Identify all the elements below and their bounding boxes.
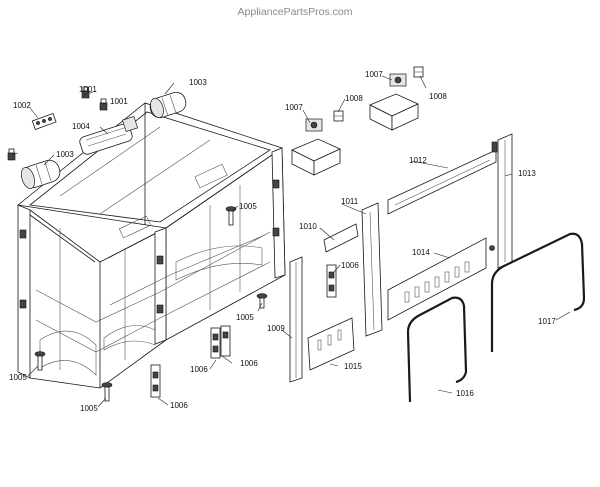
callout-1001: 1001 (110, 97, 128, 106)
callout-1004: 1004 (72, 122, 90, 131)
bracket-1008-left[interactable] (333, 110, 344, 122)
hinge-lower-b[interactable] (220, 325, 231, 357)
left-side-column[interactable] (289, 256, 303, 383)
top-trim-rail[interactable] (387, 141, 498, 215)
leveling-leg-2[interactable] (256, 293, 268, 309)
callout-1016: 1016 (456, 389, 474, 398)
fan-motor-upper[interactable] (148, 90, 188, 120)
callout-labels: 1001 1001 1002 1003 1003 1004 1001 1005 … (9, 70, 556, 413)
right-side-column[interactable] (497, 133, 513, 269)
leveling-leg-4[interactable] (101, 382, 113, 402)
hinge-bracket-top[interactable] (323, 223, 359, 253)
callout-1005: 1005 (239, 202, 257, 211)
callout-1014: 1014 (412, 248, 430, 257)
leader-lines (11, 75, 571, 408)
cross-flow-blower[interactable] (78, 115, 139, 155)
callout-1011: 1011 (341, 197, 359, 206)
callout-1007: 1007 (365, 70, 383, 79)
bracket-1008-right[interactable] (413, 66, 424, 78)
oven-cabinet-frame (17, 102, 286, 389)
callout-1008: 1008 (345, 94, 363, 103)
callout-1017: 1017 (538, 317, 556, 326)
lower-panel[interactable] (307, 317, 355, 371)
callout-1006-right: 1006 (240, 359, 258, 368)
convection-box-left[interactable] (291, 118, 341, 176)
callout-1013: 1013 (518, 169, 536, 178)
callout-1006: 1006 (170, 401, 188, 410)
leveling-leg-1[interactable] (225, 206, 237, 226)
callout-1003: 1003 (189, 78, 207, 87)
callout-1005: 1005 (236, 313, 254, 322)
callout-1012: 1012 (409, 156, 427, 165)
terminal-block[interactable] (31, 112, 57, 130)
center-column[interactable] (361, 202, 383, 337)
callout-1001: 1001 (79, 85, 97, 94)
callout-1003: 1003 (56, 150, 74, 159)
hinge-center[interactable] (326, 264, 337, 298)
callout-1009: 1009 (267, 324, 285, 333)
callout-1005: 1005 (9, 373, 27, 382)
callout-1007: 1007 (285, 103, 303, 112)
watermark: AppliancePartsPros.com (238, 6, 353, 18)
hinge-bottom[interactable] (150, 364, 161, 398)
callout-1002: 1002 (13, 101, 31, 110)
convection-box-right[interactable] (369, 73, 419, 131)
callout-1015: 1015 (344, 362, 362, 371)
vent-panel[interactable] (387, 237, 495, 321)
callout-1006: 1006 (190, 365, 208, 374)
hinge-lower-a[interactable] (210, 327, 221, 359)
rack-wire-small[interactable] (406, 296, 468, 403)
callout-1010: 1010 (299, 222, 317, 231)
leveling-leg-3[interactable] (34, 351, 46, 371)
switch-top-b[interactable] (99, 98, 108, 111)
rack-wire-large[interactable] (490, 232, 586, 352)
callout-1005: 1005 (80, 404, 98, 413)
fan-motor-lower[interactable] (19, 158, 63, 191)
callout-1006: 1006 (341, 261, 359, 270)
switch-left[interactable] (7, 148, 16, 161)
callout-1008: 1008 (429, 92, 447, 101)
